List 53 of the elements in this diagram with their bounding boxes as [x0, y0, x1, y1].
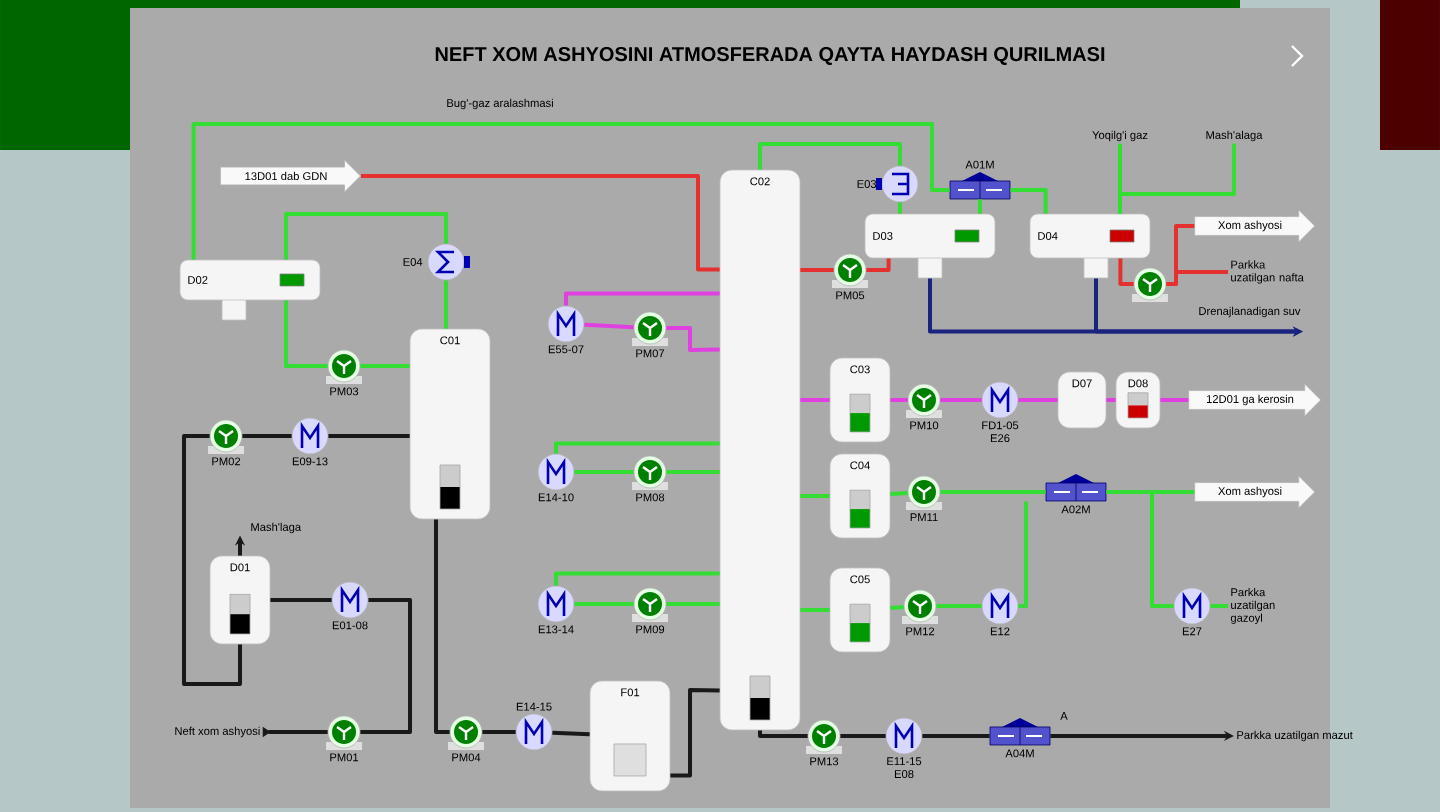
pipeline: [360, 364, 410, 368]
pipeline: [284, 300, 328, 368]
pipeline: [840, 734, 886, 738]
title: NEFT XOM ASHYOSINI ATMOSFERADA QAYTA HAYDASH QURILMASI: [435, 47, 1105, 65]
pipeline: [800, 268, 834, 272]
pipeline: [361, 174, 720, 272]
pipeline: [800, 494, 830, 498]
pipeline: [940, 398, 982, 402]
pipeline: [1106, 398, 1116, 402]
pipeline: [182, 434, 242, 686]
pipeline: [434, 519, 450, 734]
pipeline: [191, 122, 950, 260]
pipeline: [574, 470, 634, 474]
pipeline: [1118, 143, 1236, 214]
pipeline: [890, 605, 904, 610]
pipeline: [1106, 490, 1174, 608]
pipeline: [552, 730, 590, 737]
pipeline: [940, 490, 1046, 494]
pipeline: [666, 470, 720, 474]
pipeline: [1018, 398, 1058, 402]
pipeline: [584, 322, 634, 330]
pipeline: [866, 258, 891, 272]
pipeline: [758, 730, 808, 738]
pipeline: [1118, 258, 1134, 286]
pipeline: [890, 398, 908, 402]
pipeline: [360, 598, 412, 734]
pipeline: [666, 602, 720, 606]
pipeline: [898, 202, 902, 214]
pipeline: [936, 604, 982, 608]
pump-symbol: [1132, 267, 1168, 302]
pipeline: [574, 602, 634, 606]
pipeline: [922, 734, 990, 738]
pipeline: [554, 441, 720, 454]
pipeline: [1160, 398, 1189, 402]
pipeline: [670, 688, 720, 778]
pipeline: [1018, 501, 1028, 608]
pipeline: [890, 491, 908, 497]
pipeline: [1010, 188, 1048, 214]
pipeline: [1166, 270, 1228, 286]
pipeline: [482, 730, 516, 734]
pipeline: [328, 434, 410, 438]
pipeline: [270, 598, 332, 602]
pipeline: [978, 199, 982, 214]
pipeline: [666, 326, 720, 352]
pipeline: [444, 280, 448, 329]
pipeline: [242, 434, 292, 438]
pipeline: [800, 608, 830, 612]
pipeline: [758, 142, 902, 170]
pipeline: [800, 398, 830, 402]
pipeline: [284, 212, 448, 260]
pipeline: [1210, 604, 1228, 608]
pipeline: [554, 571, 720, 586]
pipeline: [564, 291, 720, 306]
